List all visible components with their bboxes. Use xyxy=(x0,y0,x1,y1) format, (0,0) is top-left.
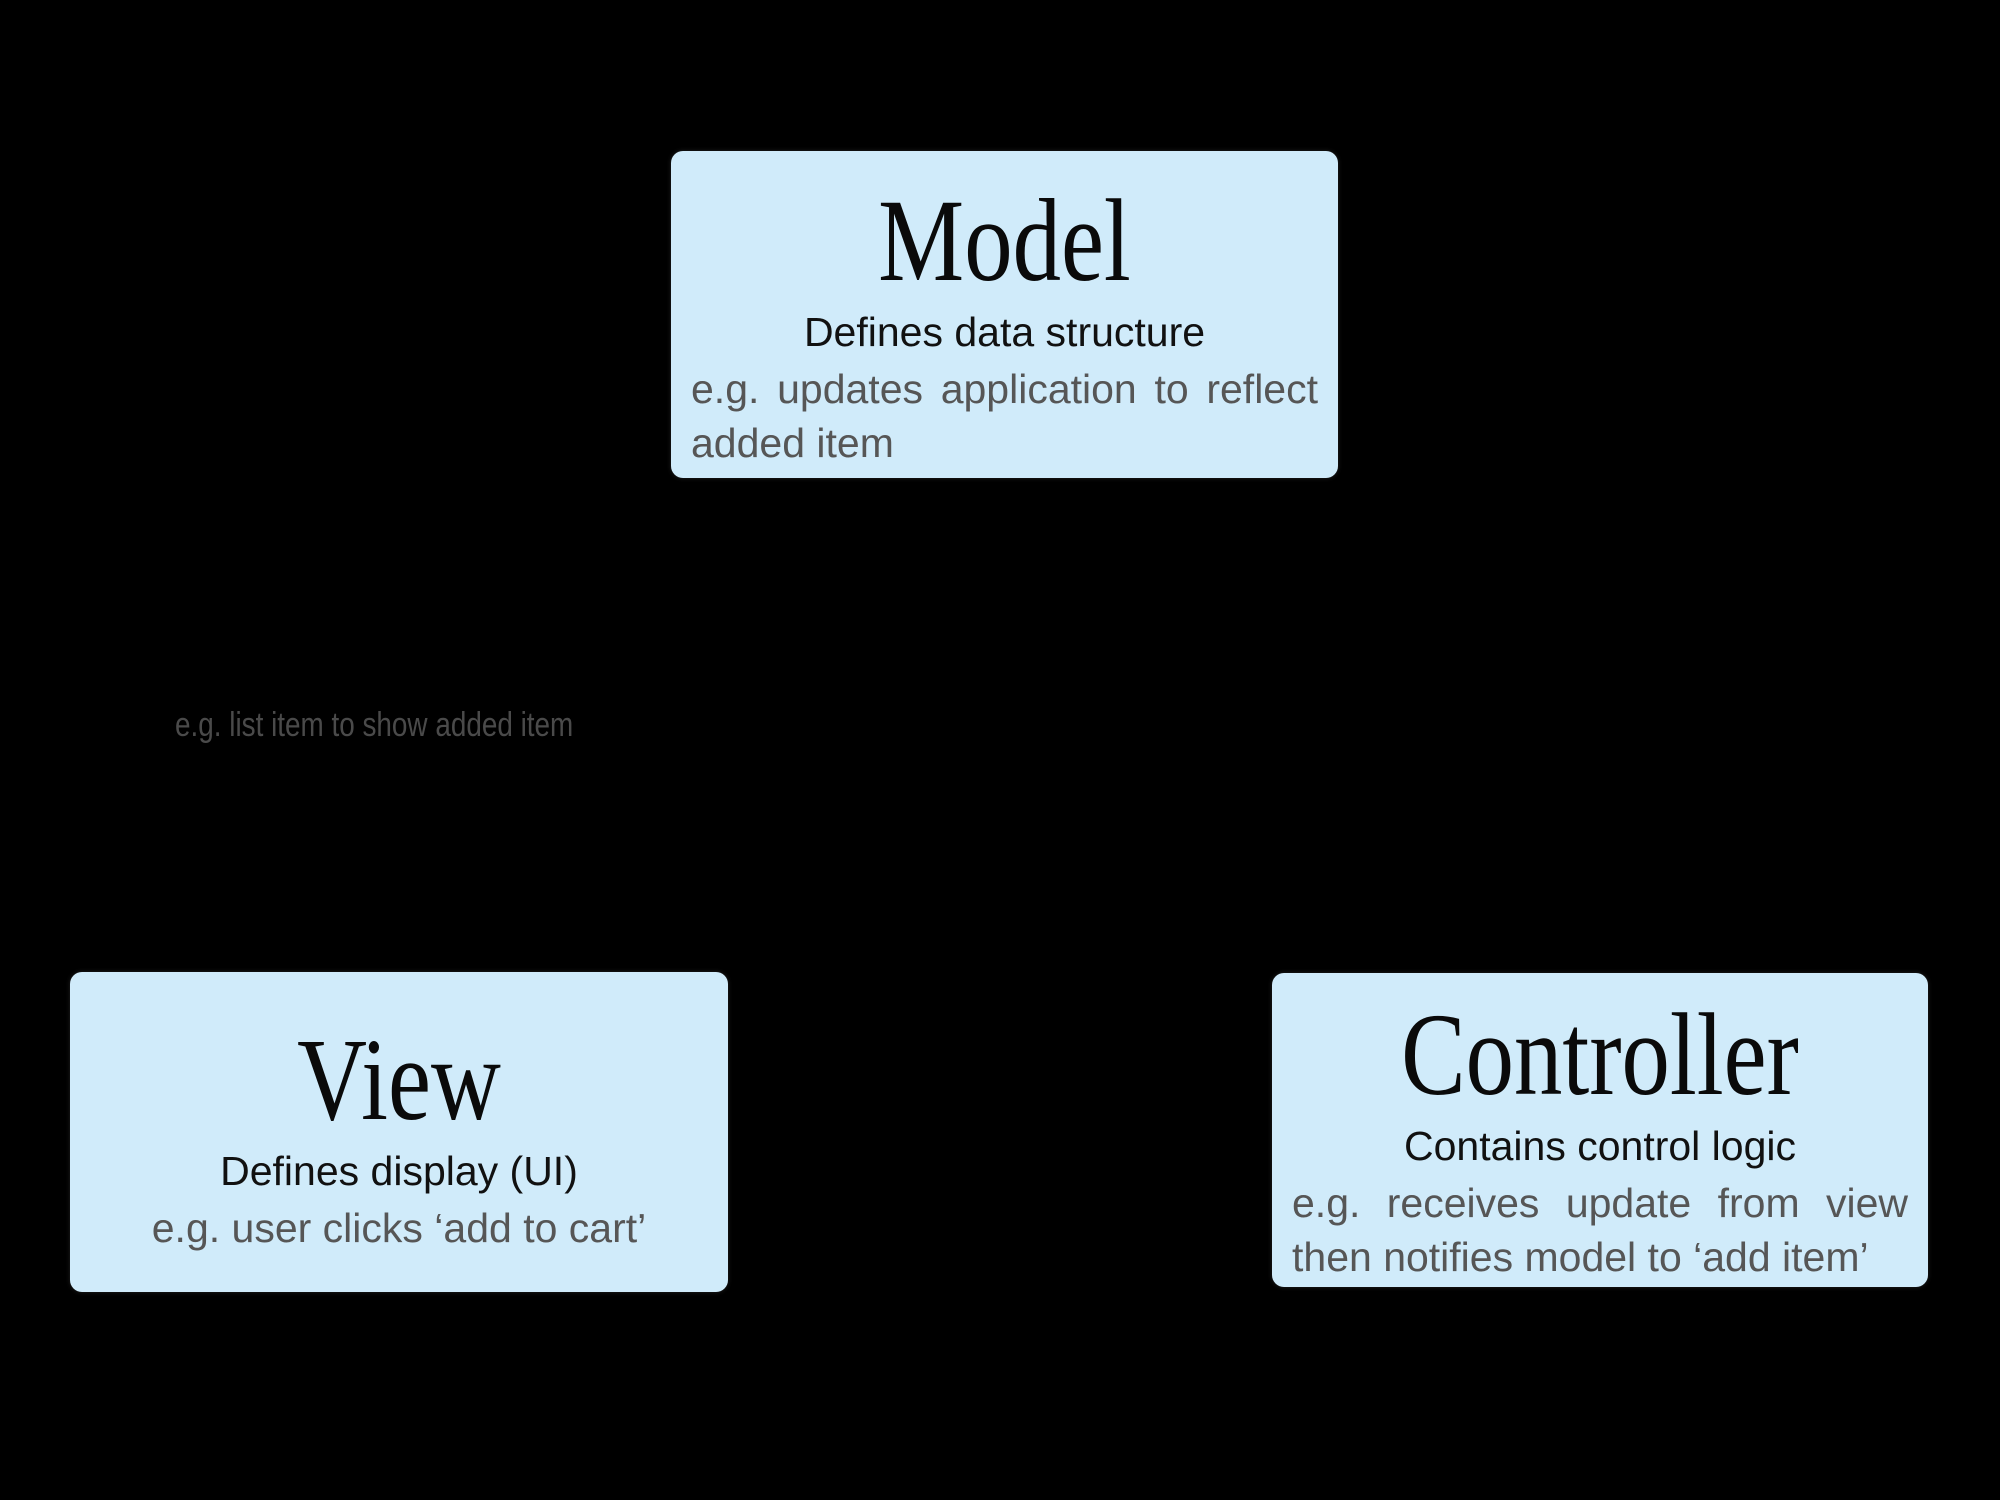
view-box-title: View xyxy=(297,1014,501,1145)
controller-box-subtitle: Contains control logic xyxy=(1404,1123,1796,1170)
view-box: View Defines display (UI) e.g. user clic… xyxy=(70,972,728,1292)
model-box-title: Model xyxy=(878,175,1131,306)
controller-box-title: Controller xyxy=(1401,989,1799,1120)
model-box-example: e.g. updates application to reflect adde… xyxy=(691,365,1318,466)
model-box: Model Defines data structure e.g. update… xyxy=(671,151,1338,478)
controller-box: Controller Contains control logic e.g. r… xyxy=(1272,973,1928,1287)
model-to-view-arrow-label: e.g. list item to show added item xyxy=(175,706,574,744)
controller-box-example: e.g. receives update from view then noti… xyxy=(1292,1179,1908,1280)
model-box-subtitle: Defines data structure xyxy=(803,309,1206,356)
view-box-subtitle: Defines display (UI) xyxy=(220,1148,578,1195)
view-box-example: e.g. user clicks ‘add to cart’ xyxy=(151,1204,647,1251)
